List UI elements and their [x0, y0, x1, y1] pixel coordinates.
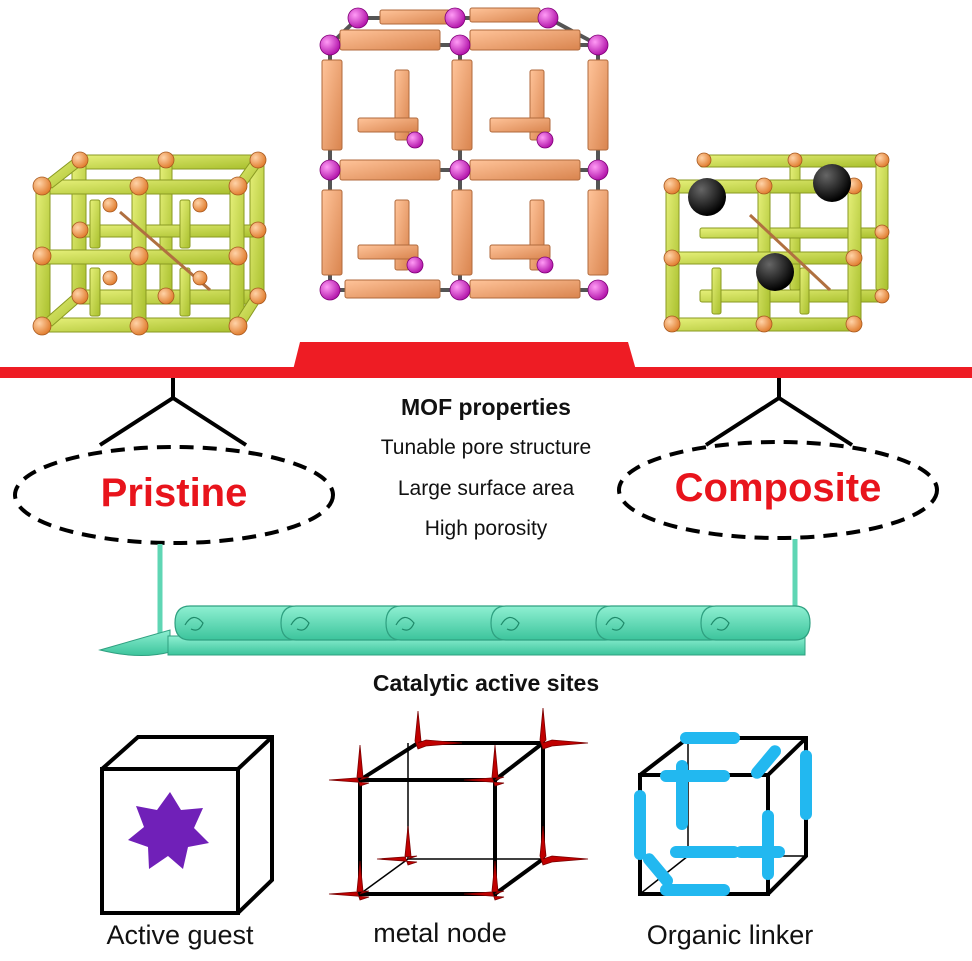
property-item: Tunable pore structure — [380, 436, 592, 459]
property-item: Large surface area — [397, 477, 575, 500]
cube-with-star-icon — [100, 735, 274, 915]
composite-mof-structure — [663, 152, 890, 333]
mof-properties-heading: MOF properties — [401, 394, 571, 420]
catalytic-active-sites-heading: Catalytic active sites — [372, 670, 600, 696]
left-hanger — [98, 378, 248, 447]
metal-node-caption: metal node — [373, 918, 507, 948]
active-guest-caption: Active guest — [106, 920, 254, 950]
central-mof-structure — [319, 7, 609, 301]
pristine-ellipse — [13, 445, 335, 545]
cube-with-linkers-icon — [634, 732, 812, 896]
pristine-mof-structure — [32, 151, 267, 336]
organic-linker-caption: Organic linker — [646, 920, 814, 950]
property-item: High porosity — [424, 517, 548, 540]
catalytic-sites-scroll — [98, 605, 811, 657]
guest-particle-icon — [688, 164, 851, 291]
composite-label: Composite — [674, 466, 882, 510]
cube-with-metal-nodes-icon — [328, 707, 589, 901]
balance-beam — [0, 342, 972, 378]
right-hanger — [704, 378, 854, 447]
pristine-label: Pristine — [100, 471, 248, 515]
active-guest-star-icon — [128, 792, 209, 869]
composite-ellipse — [617, 440, 939, 540]
